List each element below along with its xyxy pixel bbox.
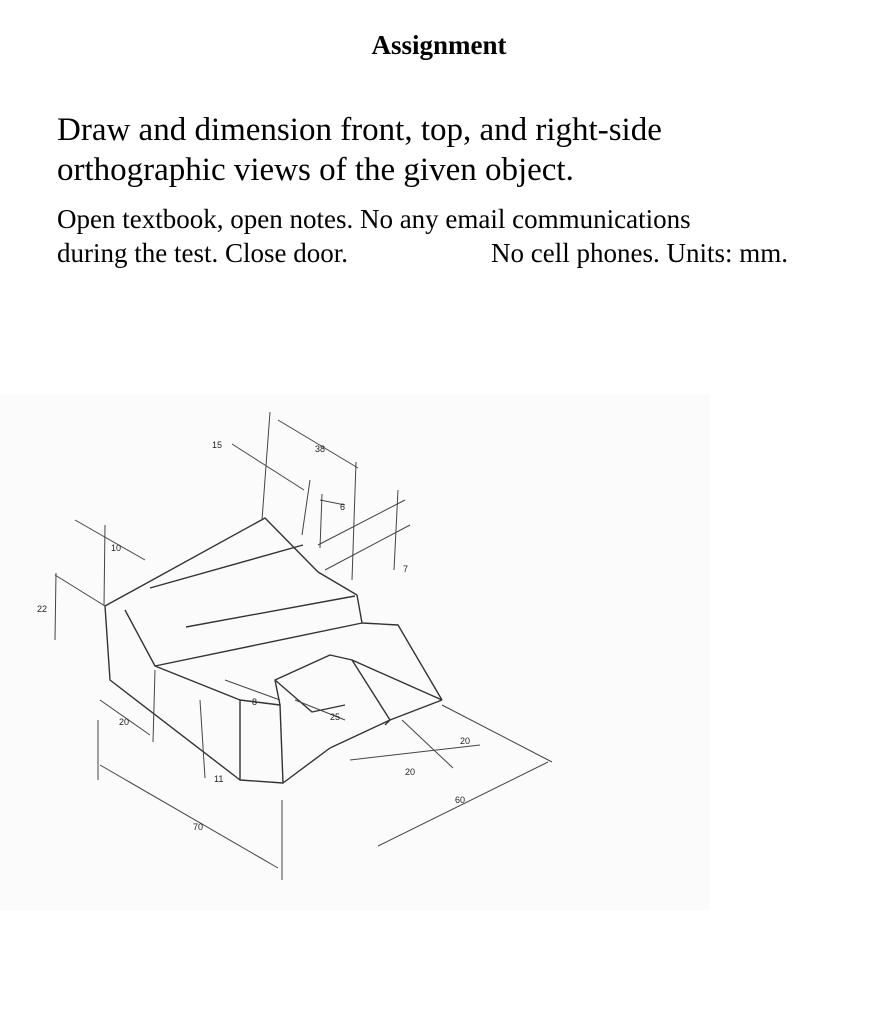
dim-label-20-right-b: 20 (405, 767, 415, 777)
rules-line-1: Open textbook, open notes. No any email … (57, 204, 691, 234)
dim-label-6: 6 (340, 502, 345, 512)
dim-label-60: 60 (455, 795, 465, 805)
dim-label-20-left: 20 (119, 717, 129, 727)
rules-line-3: No cell phones. Units: mm. (491, 238, 788, 268)
isometric-drawing-svg: 15 38 6 7 10 22 20 8 25 11 20 20 60 70 (0, 395, 710, 910)
notch-floor (282, 747, 331, 784)
slope-line-1 (149, 544, 304, 589)
dim-label-25: 25 (330, 712, 340, 722)
page-title: Assignment (371, 30, 507, 60)
right-bottom-edge (389, 699, 443, 721)
dim-label-20-right-a: 20 (460, 736, 470, 746)
dim-label-22: 22 (37, 604, 47, 614)
notch-inner (274, 679, 346, 713)
dim-label-15: 15 (212, 440, 222, 450)
notch-floor-2 (329, 719, 391, 749)
notch-edge (351, 659, 443, 701)
dimension-labels: 15 38 6 7 10 22 20 8 25 11 20 20 60 70 (37, 440, 470, 832)
dim-label-7: 7 (403, 564, 408, 574)
slope-line-3 (154, 622, 363, 667)
left-face-chamfer (124, 609, 156, 667)
rules-line-2: during the test. Close door. (57, 238, 348, 268)
upper-ridge (104, 517, 358, 607)
instruction-heading: Draw and dimension front, top, and right… (57, 110, 857, 190)
slope-line-2 (185, 595, 356, 628)
instruction-line-1: Draw and dimension front, top, and right… (57, 112, 662, 148)
dim-label-11: 11 (214, 774, 223, 784)
dim-label-10: 10 (111, 543, 121, 553)
dim-label-8: 8 (252, 697, 257, 707)
instruction-line-2: orthographic views of the given object. (57, 152, 574, 188)
scan-background (0, 395, 710, 910)
isometric-drawing: 15 38 6 7 10 22 20 8 25 11 20 20 60 70 (0, 395, 710, 910)
notch-front (239, 700, 284, 784)
left-face (104, 605, 241, 781)
right-step (356, 594, 443, 701)
dim-label-38: 38 (315, 444, 325, 454)
dim-label-70: 70 (193, 822, 203, 832)
middle-edge (154, 665, 241, 701)
dimension-lines (54, 411, 553, 880)
object-outline (104, 517, 443, 784)
